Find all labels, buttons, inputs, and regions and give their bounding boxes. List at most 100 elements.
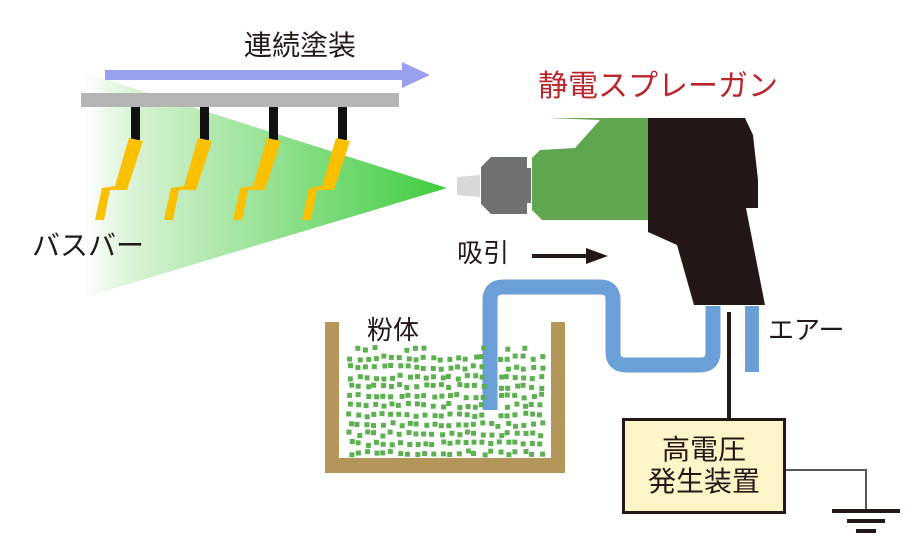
powder-particle <box>439 393 445 399</box>
powder-particle <box>463 395 469 401</box>
powder-particle <box>457 432 463 438</box>
powder-particle <box>398 451 404 457</box>
powder-particle <box>366 356 372 362</box>
powder-particle <box>438 366 444 372</box>
powder-particle <box>474 354 480 360</box>
powder-particle <box>512 353 518 359</box>
powder-particle <box>505 366 511 372</box>
powder-particle <box>422 451 428 457</box>
powder-particle <box>346 411 352 417</box>
powder-particle <box>407 442 413 447</box>
conveyor-arrow <box>105 62 430 88</box>
powder-particle <box>504 430 510 436</box>
powder-particle <box>355 440 361 446</box>
powder-particle <box>456 451 462 457</box>
powder-particle <box>457 405 463 410</box>
powder-particle <box>431 374 436 380</box>
powder-particle <box>396 355 402 361</box>
powder-particle <box>448 393 453 398</box>
powder-particle <box>389 401 395 407</box>
powder-particle <box>504 392 510 398</box>
powder-particle <box>396 431 402 437</box>
hanger <box>302 107 350 220</box>
powder-particle <box>539 391 545 397</box>
air-hose <box>745 306 759 372</box>
powder-particle <box>537 402 543 408</box>
powder-particle <box>472 414 478 419</box>
powder-particle <box>441 439 447 445</box>
powder-particle <box>405 401 411 406</box>
hanger-rod <box>269 107 278 140</box>
powder-particles <box>346 345 546 458</box>
powder-particle <box>472 404 478 410</box>
powder-particle <box>397 382 403 388</box>
powder-particle <box>440 375 446 381</box>
powder-particle <box>404 451 410 457</box>
powder-particle <box>440 432 446 438</box>
powder-particle <box>381 353 387 359</box>
powder-particle <box>374 394 380 400</box>
powder-particle <box>504 404 510 410</box>
powder-particle <box>365 449 371 455</box>
hanger <box>95 107 143 220</box>
powder-particle <box>373 356 379 362</box>
powder-particle <box>366 394 372 399</box>
powder-particle <box>479 439 485 445</box>
powder-particle <box>488 441 494 446</box>
powder-particle <box>463 440 469 445</box>
powder-particle <box>455 364 460 370</box>
hanger-hook <box>164 138 212 220</box>
powder-particle <box>364 422 370 428</box>
powder-particle <box>430 403 436 409</box>
powder-particle <box>471 382 477 388</box>
powder-particle <box>349 382 355 388</box>
spray-gun-title: 静電スプレーガン <box>538 69 778 104</box>
powder-particle <box>380 393 386 399</box>
powder-particle <box>481 345 487 351</box>
powder-particle <box>356 402 362 408</box>
powder-particle <box>498 449 504 455</box>
powder-particle <box>482 452 488 458</box>
powder-particle <box>530 411 536 417</box>
powder-particle <box>540 451 546 457</box>
powder-particle <box>470 451 476 456</box>
powder-particle <box>531 365 537 370</box>
powder-particle <box>421 345 427 351</box>
powder-particle <box>478 402 484 408</box>
powder-particle <box>373 439 379 445</box>
powder-particle <box>523 410 529 416</box>
powder-particle <box>499 392 504 398</box>
hanger <box>164 107 212 220</box>
powder-particle <box>479 364 485 370</box>
powder-particle <box>405 363 411 369</box>
powder-particle <box>462 356 468 362</box>
powder-particle <box>480 395 486 400</box>
powder-particle <box>504 413 510 419</box>
hanger-rod <box>200 107 209 140</box>
powder-particle <box>520 382 526 388</box>
powder-particle <box>390 375 395 381</box>
powder-particle <box>498 413 504 419</box>
powder-particle <box>365 442 371 448</box>
powder-particle <box>424 382 430 388</box>
powder-particle <box>381 376 387 382</box>
powder-particle <box>399 423 405 429</box>
powder-particle <box>539 385 545 391</box>
powder-particle <box>357 374 363 380</box>
powder-particle <box>446 401 452 406</box>
powder-particle <box>470 363 476 369</box>
powder-particle <box>365 429 371 435</box>
powder-particle <box>364 414 370 420</box>
powder-particle <box>423 441 429 447</box>
powder-particle <box>355 345 361 351</box>
powder-particle <box>503 374 509 380</box>
powder-particle <box>464 412 470 418</box>
powder-particle <box>429 431 435 437</box>
powder-particle <box>447 452 453 457</box>
gun-handle <box>648 118 765 305</box>
powder-particle <box>539 374 545 380</box>
powder-particle <box>407 420 413 426</box>
hanger-hook <box>233 138 281 220</box>
powder-particle <box>531 394 537 399</box>
